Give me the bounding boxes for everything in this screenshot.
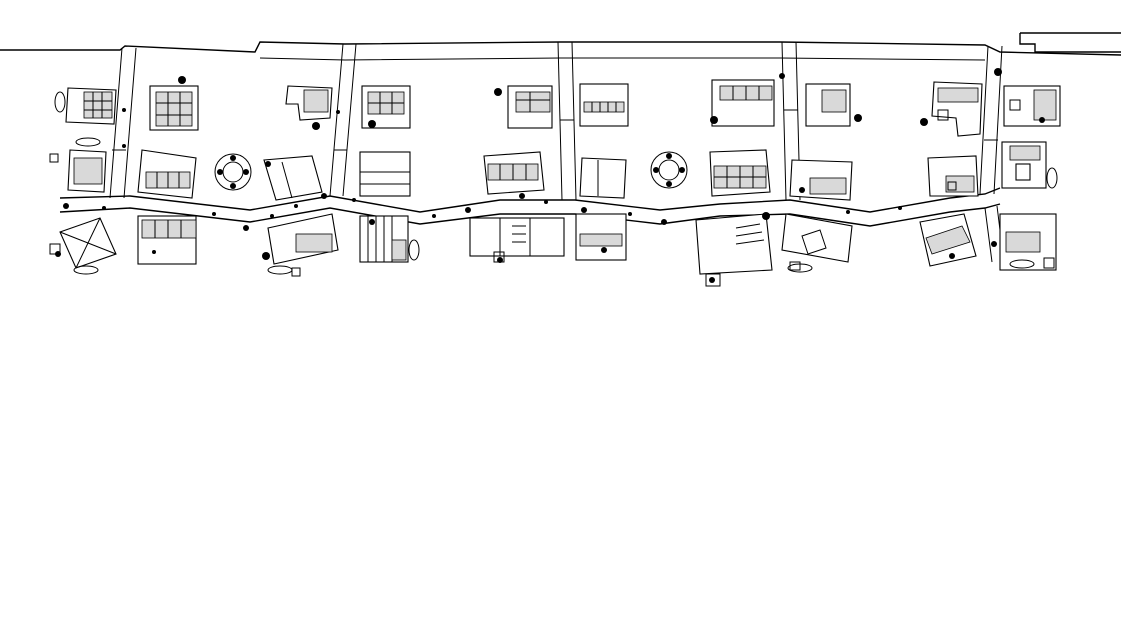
building-x bbox=[359, 215, 409, 263]
building-r bbox=[789, 159, 853, 201]
building-m bbox=[263, 155, 323, 201]
building-g bbox=[711, 79, 775, 127]
round-plaza-west bbox=[214, 153, 252, 191]
building-n bbox=[359, 151, 411, 197]
site-furniture bbox=[49, 99, 1055, 287]
building-a bbox=[65, 87, 117, 125]
building-e bbox=[507, 85, 553, 129]
building-u bbox=[59, 217, 117, 269]
boats bbox=[54, 91, 1058, 275]
lane-crossings bbox=[112, 109, 998, 151]
building-s bbox=[927, 155, 979, 197]
shoreline-inner bbox=[259, 57, 986, 61]
building-f bbox=[579, 83, 629, 127]
building-z bbox=[575, 213, 627, 261]
round-plaza-center bbox=[650, 151, 688, 189]
building-o bbox=[483, 151, 545, 195]
building-bb bbox=[781, 213, 853, 263]
building-l bbox=[137, 149, 197, 199]
building-b bbox=[149, 85, 199, 131]
pier-structure bbox=[1019, 32, 1121, 53]
building-aa bbox=[695, 213, 773, 275]
building-y bbox=[469, 217, 565, 257]
building-t bbox=[1001, 141, 1047, 189]
building-c bbox=[285, 85, 333, 121]
building-h bbox=[805, 83, 851, 127]
trees bbox=[55, 68, 1045, 283]
building-q bbox=[709, 149, 771, 197]
building-w bbox=[267, 213, 339, 265]
building-v bbox=[137, 215, 197, 265]
building-i bbox=[931, 81, 983, 137]
building-dd bbox=[999, 213, 1057, 271]
building-cc bbox=[919, 213, 977, 267]
building-p bbox=[579, 157, 627, 199]
shoreline bbox=[0, 41, 1121, 56]
building-k bbox=[67, 149, 107, 193]
main-path-north-edge bbox=[59, 187, 1001, 213]
building-j bbox=[1003, 85, 1061, 127]
